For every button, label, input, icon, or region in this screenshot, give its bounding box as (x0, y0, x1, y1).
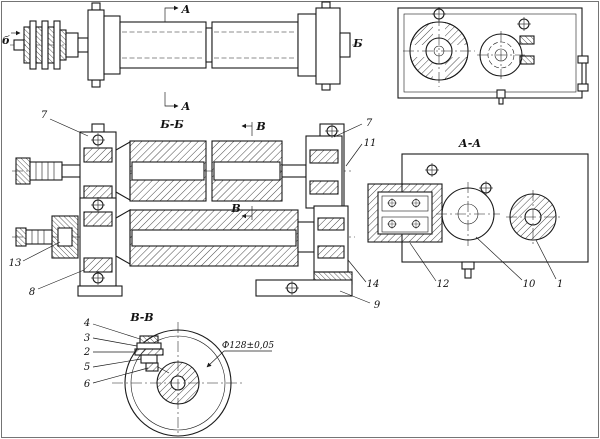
callout-1: 1 (557, 279, 563, 290)
section-vv-view: В-В Ф128±0,05 4 3 2 5 (83, 311, 275, 437)
section-b-marker-left: б (2, 30, 21, 47)
diameter-dimension: Ф128±0,05 (206, 341, 275, 368)
section-a-marker-top: А (164, 3, 191, 22)
callout-10: 10 (523, 279, 536, 290)
terminal-bracket (367, 183, 443, 243)
end-view (397, 6, 589, 105)
marker-label-v-bottom: В (230, 202, 240, 215)
cam-disc (436, 182, 500, 246)
bottom-stud (461, 261, 475, 279)
callout-9: 9 (374, 300, 381, 311)
right-flange (297, 1, 351, 91)
dimension-text: Ф128±0,05 (222, 341, 275, 351)
section-v-marker-top: В (241, 120, 266, 136)
callout-8: 8 (29, 287, 35, 298)
callout-11: 11 (364, 138, 377, 149)
handle-bracket (577, 55, 589, 92)
pulley-stack (13, 20, 89, 70)
view-title-vv: В-В (129, 311, 153, 324)
section-aa-view: А-А (367, 137, 589, 290)
callout-13: 13 (9, 258, 22, 269)
callout-6: 6 (84, 379, 91, 390)
callout-14: 14 (367, 279, 380, 290)
upper-roller-shaft (12, 123, 352, 221)
callout-7-left: 7 (41, 110, 48, 121)
callouts-bb: 7 7 11 13 8 14 9 (9, 110, 381, 311)
gear-wheel (403, 6, 475, 87)
section-b-marker-right: Б (349, 34, 363, 50)
section-a-marker-bottom: А (164, 92, 191, 113)
callouts-aa: 12 10 1 (409, 236, 563, 290)
shaft-end-disc (506, 190, 560, 244)
marker-label-v-top: В (255, 120, 265, 133)
callout-4: 4 (83, 318, 90, 329)
callout-7-right: 7 (366, 118, 373, 129)
section-label-b-right: Б (352, 37, 363, 50)
idler-wheel (477, 31, 525, 105)
callout-3: 3 (84, 333, 90, 344)
section-label-a-top: А (181, 3, 191, 16)
main-assembly-view: А А б Б (2, 1, 363, 113)
view-title-aa: А-А (458, 137, 482, 150)
fastener-stack (134, 335, 170, 374)
callout-5: 5 (84, 362, 90, 373)
lower-roller-shaft (12, 197, 355, 297)
adjuster-nuts (516, 16, 535, 65)
section-label-b-left: б (2, 34, 10, 47)
view-title-bb: Б-Б (159, 118, 184, 131)
callout-12: 12 (437, 279, 450, 290)
left-flange (87, 2, 121, 88)
section-label-a-bottom: А (181, 100, 191, 113)
callout-2: 2 (83, 347, 90, 358)
callouts-vv: 4 3 2 5 6 (83, 318, 149, 390)
cylinder-barrel (119, 21, 299, 69)
section-bb-view: Б-Б (9, 110, 381, 311)
